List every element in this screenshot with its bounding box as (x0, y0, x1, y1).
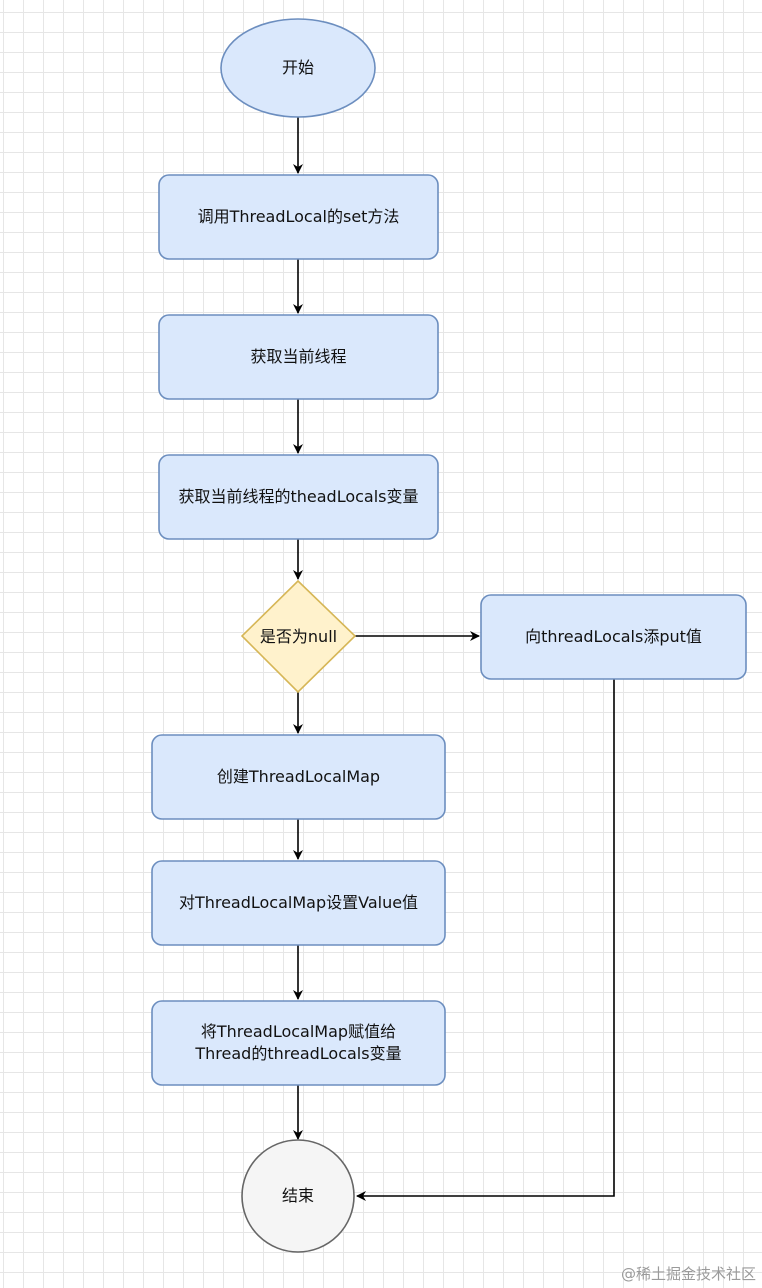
get-thread-label: 获取当前线程 (250, 347, 347, 366)
edge-put-value-to-end (356, 679, 615, 1201)
edges (293, 117, 615, 1201)
set-value-node (151, 860, 446, 946)
start-label: 开始 (281, 58, 314, 77)
create-map-label: 创建ThreadLocalMap (216, 767, 381, 786)
get-locals-node (158, 454, 439, 540)
assign-map-node (151, 1000, 446, 1086)
start-node (220, 18, 376, 118)
call-set-node (158, 174, 439, 260)
is-null-decision (240, 579, 357, 694)
put-value-label: 向threadLocals添put值 (525, 627, 702, 646)
assign-map-label: 将ThreadLocalMap赋值给 Thread的threadLocals变量 (195, 1022, 402, 1063)
put-value-node (480, 594, 747, 680)
call-set-label: 调用ThreadLocal的set方法 (197, 207, 400, 226)
get-locals-label: 获取当前线程的theadLocals变量 (178, 487, 419, 506)
end-label: 结束 (281, 1186, 314, 1205)
get-thread-node (158, 314, 439, 400)
set-value-label: 对ThreadLocalMap设置Value值 (178, 893, 419, 912)
is-null-label: 是否为null (259, 626, 338, 646)
end-node (241, 1139, 355, 1253)
create-map-node (151, 734, 446, 820)
watermark-text: @稀土掘金技术社区 (620, 1265, 756, 1283)
